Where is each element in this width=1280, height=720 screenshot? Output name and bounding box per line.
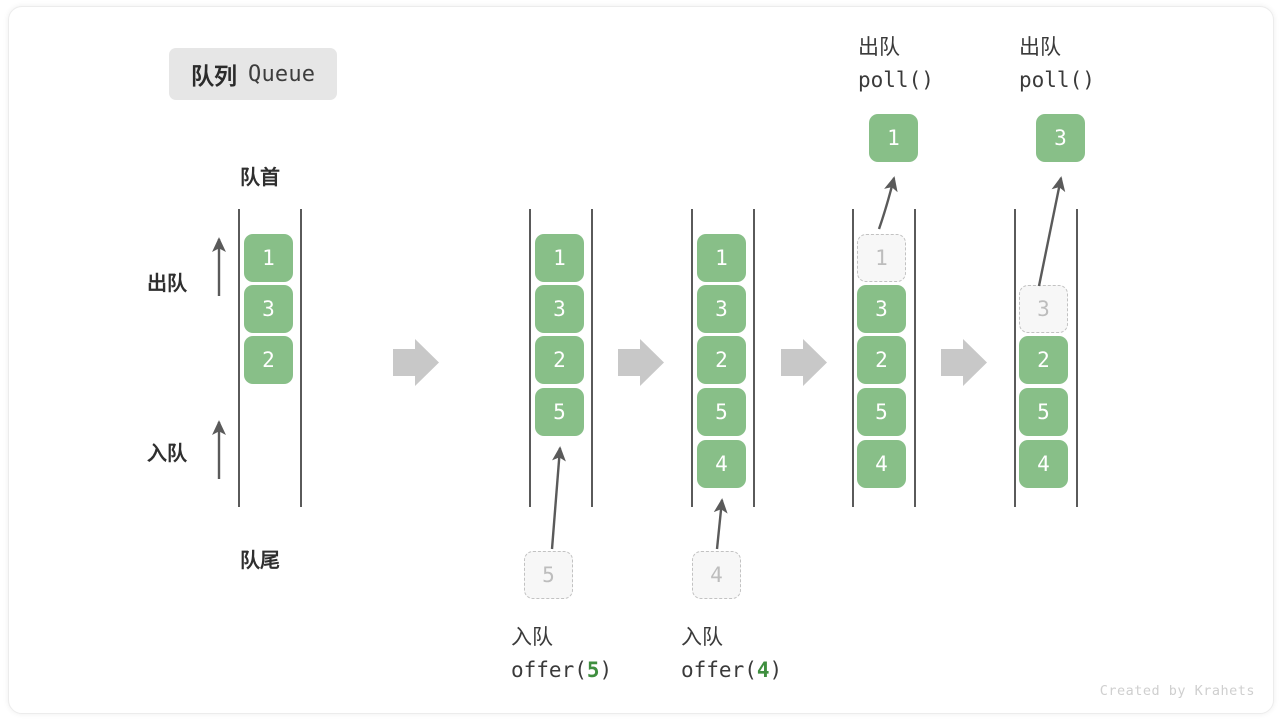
popped-cell: 3	[1036, 114, 1085, 162]
dequeue-direction-label: 出队	[147, 273, 187, 295]
rail-right	[300, 209, 302, 507]
queue-cell: 2	[1019, 336, 1068, 384]
queue-cell: 1	[244, 234, 293, 282]
op-code-arg: 5	[586, 658, 600, 682]
removed-cell: 1	[857, 234, 906, 282]
queue-cell: 1	[697, 234, 746, 282]
operation-label-code: offer(5)	[511, 658, 612, 682]
rail-right	[1076, 209, 1078, 507]
queue-cell: 5	[857, 388, 906, 436]
queue-cell: 2	[697, 336, 746, 384]
title-cn: 队列	[191, 63, 237, 89]
rail-left	[691, 209, 693, 507]
dequeue-arrow-3-icon	[1037, 176, 1066, 287]
queue-front-label: 队首	[240, 167, 280, 189]
op-code-tail: )	[599, 658, 613, 682]
queue-cell: 5	[1019, 388, 1068, 436]
step-arrow-4-icon	[941, 339, 987, 386]
queue-cell: 4	[857, 440, 906, 488]
enqueue-arrow-5-icon	[550, 446, 566, 550]
queue-cell: 2	[535, 336, 584, 384]
op-code-tail: )	[769, 658, 783, 682]
queue-cell: 3	[697, 285, 746, 333]
rail-right	[591, 209, 593, 507]
queue-cell: 4	[1019, 440, 1068, 488]
operation-label-cn: 出队	[1019, 36, 1061, 59]
removed-cell: 3	[1019, 285, 1068, 333]
queue-cell-new: 4	[697, 440, 746, 488]
queue-cell: 1	[535, 234, 584, 282]
rail-left	[852, 209, 854, 507]
pending-enqueue-cell: 5	[524, 551, 573, 599]
op-code-arg: 4	[756, 658, 770, 682]
queue-rear-label: 队尾	[240, 550, 280, 572]
step-arrow-3-icon	[781, 339, 827, 386]
dequeue-arrow-1-icon	[877, 176, 898, 230]
rail-left	[529, 209, 531, 507]
rail-right	[914, 209, 916, 507]
diagram-stage: 队列 Queue 队首 队尾 出队 入队 1 3 2 1 3 2 5 5 入队 …	[9, 7, 1273, 713]
popped-cell: 1	[869, 114, 918, 162]
operation-label-code: poll()	[1019, 68, 1095, 92]
operation-label-cn: 入队	[511, 626, 553, 649]
queue-cell-new: 5	[535, 388, 584, 436]
enqueue-arrow-4-icon	[713, 498, 728, 550]
step-arrow-1-icon	[393, 339, 439, 386]
rail-left	[238, 209, 240, 507]
pending-enqueue-cell: 4	[692, 551, 741, 599]
operation-label-code: poll()	[858, 68, 934, 92]
queue-cell: 2	[244, 336, 293, 384]
title-en: Queue	[248, 61, 316, 87]
operation-label-cn: 出队	[858, 36, 900, 59]
enqueue-direction-label: 入队	[147, 443, 187, 465]
credit-text: Created by Krahets	[1099, 683, 1255, 699]
rail-right	[753, 209, 755, 507]
diagram-card: 队列 Queue 队首 队尾 出队 入队 1 3 2 1 3 2 5 5 入队 …	[8, 6, 1274, 714]
operation-label-cn: 入队	[681, 626, 723, 649]
queue-cell: 3	[535, 285, 584, 333]
queue-cell: 3	[857, 285, 906, 333]
queue-cell: 2	[857, 336, 906, 384]
queue-cell: 3	[244, 285, 293, 333]
arrows-overlay	[212, 176, 1066, 550]
step-arrow-2-icon	[618, 339, 664, 386]
title-badge: 队列 Queue	[169, 48, 338, 100]
operation-label-code: offer(4)	[681, 658, 782, 682]
op-code-head: offer(	[511, 658, 587, 682]
op-code-head: offer(	[681, 658, 757, 682]
queue-cell: 5	[697, 388, 746, 436]
rail-left	[1014, 209, 1016, 507]
